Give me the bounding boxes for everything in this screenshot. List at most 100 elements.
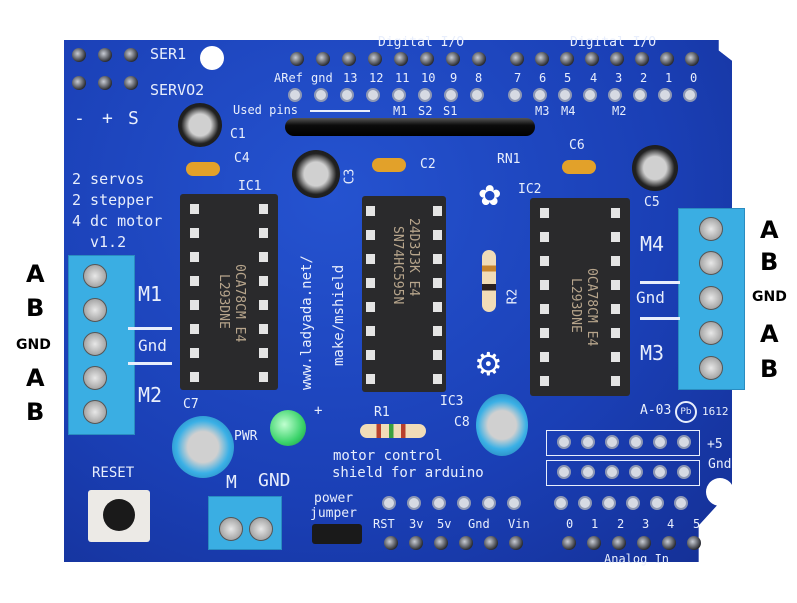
c2-label: C2 <box>420 157 436 172</box>
ic3-label: IC3 <box>440 394 464 409</box>
pin-12: 12 <box>369 71 384 85</box>
reset-label: RESET <box>92 465 135 481</box>
ic2-marking-line2: L293DNE <box>568 278 583 333</box>
c6-label: C6 <box>569 138 585 153</box>
c8-label: C8 <box>454 415 470 430</box>
pin-gnd: gnd <box>311 71 333 85</box>
gnd-right-divider-top <box>640 281 680 284</box>
ic1-marking-line2: L293DNE <box>216 274 231 329</box>
pin-4: 4 <box>590 71 598 85</box>
pin-aref: ARef <box>274 71 303 85</box>
ext-power-m-label: M <box>226 472 237 493</box>
gnd-right-divider-bottom <box>640 317 680 320</box>
servo-minus: - <box>74 108 85 129</box>
resistor-network-rn1 <box>285 118 535 136</box>
power-pin-3v: 3v <box>409 517 424 531</box>
reset-button[interactable] <box>88 490 150 542</box>
capacitor-c3 <box>292 150 340 198</box>
gnd-left-label: Gnd <box>138 336 167 355</box>
ic2-l293dne-chip: 0CA78CM E4 L293DNE <box>530 198 630 396</box>
motor-control-label: motor control <box>333 448 443 464</box>
c7-label: C7 <box>183 397 199 412</box>
annotation-left-gnd: GND <box>16 337 51 353</box>
pin-6: 6 <box>539 71 547 85</box>
annotation-right-a2: A <box>760 320 779 348</box>
m4-label: M4 <box>640 232 665 256</box>
ic2-marking-line1: 0CA78CM E4 <box>584 268 599 347</box>
pin-10: 10 <box>421 71 436 85</box>
analog-in-label: Analog In <box>604 552 670 566</box>
motor-terminal-m3-m4 <box>678 208 745 390</box>
feature-dc-motor: 4 dc motor <box>72 212 163 230</box>
c4-label: C4 <box>234 151 250 166</box>
ic2-label: IC2 <box>518 182 542 197</box>
reset-button-cap[interactable] <box>103 499 135 531</box>
pin-11: 11 <box>395 71 410 85</box>
m2-label: M2 <box>138 383 163 407</box>
plus5-holes <box>546 430 700 456</box>
pin-5: 5 <box>564 71 572 85</box>
gnd-holes <box>546 460 700 486</box>
capacitor-c8 <box>476 394 528 456</box>
digital-holes-left <box>288 88 498 102</box>
capacitor-c2 <box>372 158 406 172</box>
analog-pin-1: 1 <box>591 517 599 531</box>
m1-label: M1 <box>138 282 163 306</box>
used-pins-label: Used pins <box>233 103 299 117</box>
ic3-marking-line2: SN74HC595N <box>390 226 405 305</box>
power-pin-rst: RST <box>373 517 395 531</box>
power-pin-gnd: Gnd <box>468 517 490 531</box>
analog-pin-4: 4 <box>667 517 675 531</box>
pin-2: 2 <box>640 71 648 85</box>
servo1-label: SER1 <box>150 45 187 63</box>
annotation-right-a1: A <box>760 216 779 244</box>
c1-label: C1 <box>230 127 246 142</box>
analog-holes <box>550 496 700 510</box>
gnd-right-label: Gnd <box>708 457 732 472</box>
gnd-right-motor-label: Gnd <box>636 288 665 307</box>
annotation-left-b2: B <box>26 398 45 426</box>
rn1-label: RN1 <box>497 152 521 167</box>
r2-label: R2 <box>505 288 521 305</box>
pwr-label: PWR <box>234 429 258 444</box>
adafruit-flower-icon: ✿ <box>478 179 502 212</box>
annotation-left-a1: A <box>26 260 45 288</box>
arrow-icon <box>310 110 370 112</box>
annotation-left-a2: A <box>26 364 45 392</box>
mount-hole <box>200 46 224 70</box>
pin-3: 3 <box>615 71 623 85</box>
servo-header <box>68 44 148 104</box>
digital-header-left <box>290 52 500 66</box>
led-plus-label: + <box>314 403 323 419</box>
plus5-label: +5 <box>707 437 723 452</box>
pin-1: 1 <box>665 71 673 85</box>
power-holes <box>382 496 532 510</box>
power-pin-5v: 5v <box>437 517 452 531</box>
feature-stepper: 2 stepper <box>72 191 154 209</box>
pin-13: 13 <box>343 71 358 85</box>
c5-label: C5 <box>644 195 660 210</box>
digital-io-label-left: Digital I/O <box>378 35 465 50</box>
power-jumper[interactable] <box>312 524 362 544</box>
power-jumper-label-2: jumper <box>310 506 357 521</box>
capacitor-c1 <box>178 103 222 147</box>
ic1-l293dne-chip: 0CA78CM E4 L293DNE <box>180 194 278 390</box>
annotation-right-b2: B <box>760 355 779 383</box>
motor-terminal-m1-m2 <box>68 255 135 435</box>
pin-9: 9 <box>450 71 458 85</box>
used-m1: M1 <box>393 104 408 118</box>
digital-header-right <box>510 52 710 66</box>
annotation-right-gnd: GND <box>752 289 787 305</box>
pb-free-icon: Pb <box>675 401 697 423</box>
c3-label: C3 <box>342 168 358 185</box>
used-m3: M3 <box>535 104 550 118</box>
resistor-r2 <box>482 250 496 312</box>
r1-label: R1 <box>374 405 390 420</box>
power-pin-vin: Vin <box>508 517 530 531</box>
digital-holes-right <box>508 88 708 102</box>
analog-header-pins <box>562 536 712 550</box>
used-s1: S1 <box>443 104 458 118</box>
date-code-label: 1612 <box>702 405 729 418</box>
used-m4: M4 <box>561 104 576 118</box>
analog-pin-2: 2 <box>617 517 625 531</box>
